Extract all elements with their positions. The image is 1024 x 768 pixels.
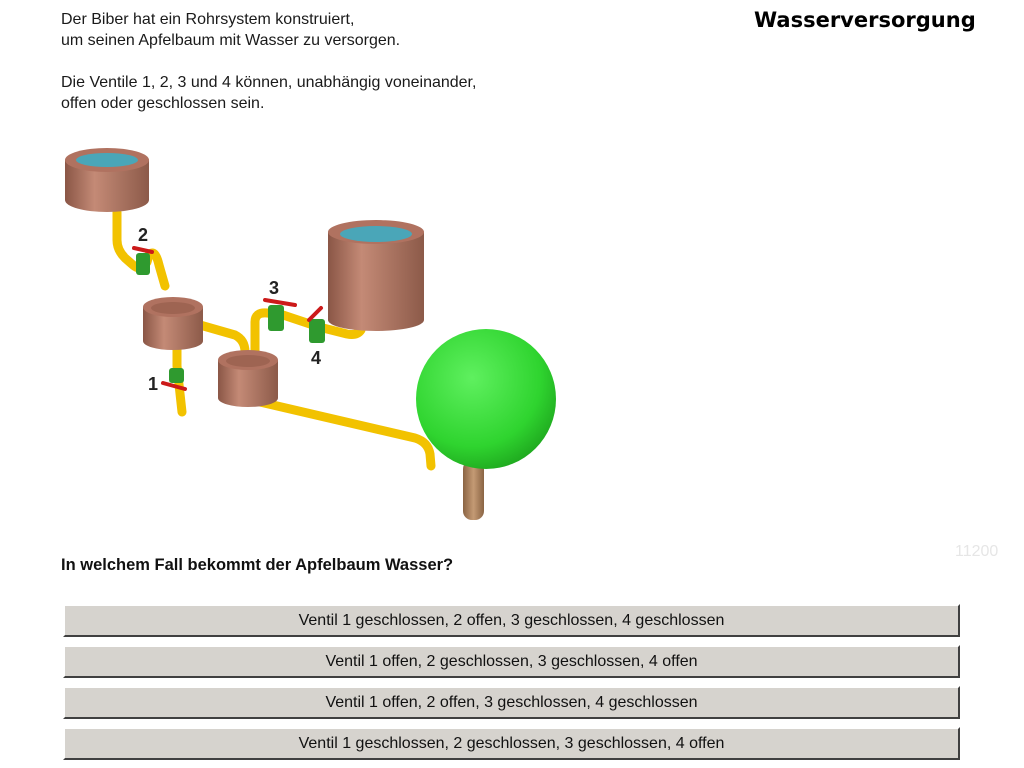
answer-option-4[interactable]: Ventil 1 geschlossen, 2 geschlossen, 3 g… — [63, 727, 960, 760]
pipe-left-bucket-outlet — [172, 343, 187, 417]
task-description: Der Biber hat ein Rohrsystem konstruiert… — [61, 9, 476, 135]
pipes — [112, 207, 436, 471]
pipe-center-to-tree — [255, 397, 436, 471]
left-bucket — [143, 297, 203, 350]
top-left-reservoir — [65, 148, 149, 212]
intro-line-3: Die Ventile 1, 2, 3 und 4 können, unabhä… — [61, 74, 477, 91]
page-title: Wasserversorgung — [754, 8, 976, 32]
valve-4 — [307, 306, 325, 343]
tree-crown — [416, 329, 556, 469]
apple-tree — [416, 329, 556, 520]
intro-line-4: offen oder geschlossen sein. — [61, 95, 265, 112]
question-text: In welchem Fall bekommt der Apfelbaum Wa… — [61, 556, 454, 574]
pipe-system-illustration: 1 2 3 4 — [65, 148, 556, 520]
valve-1 — [161, 368, 187, 391]
center-bucket — [218, 350, 278, 407]
valve-label-4: 4 — [311, 348, 321, 368]
pipe-center-up-to-valve-3 — [250, 308, 282, 357]
valve-label-1: 1 — [148, 374, 158, 394]
answer-options: Ventil 1 geschlossen, 2 offen, 3 geschlo… — [63, 604, 960, 768]
tree-trunk — [463, 460, 484, 520]
task-id: 11200 — [955, 543, 999, 560]
answer-option-2[interactable]: Ventil 1 offen, 2 geschlossen, 3 geschlo… — [63, 645, 960, 678]
valve-3 — [263, 298, 297, 331]
valve-label-3: 3 — [269, 278, 279, 298]
valve-label-2: 2 — [138, 225, 148, 245]
pipe-valve-3-to-valve-4 — [278, 310, 318, 330]
answer-option-1[interactable]: Ventil 1 geschlossen, 2 offen, 3 geschlo… — [63, 604, 960, 637]
pipe-valve-4-to-right-reservoir — [310, 321, 366, 339]
answer-option-3[interactable]: Ventil 1 offen, 2 offen, 3 geschlossen, … — [63, 686, 960, 719]
valve-2 — [132, 246, 154, 275]
intro-line-2: um seinen Apfelbaum mit Wasser zu versor… — [61, 32, 401, 49]
intro-line-1: Der Biber hat ein Rohrsystem konstruiert… — [61, 11, 355, 28]
right-reservoir — [328, 220, 424, 331]
